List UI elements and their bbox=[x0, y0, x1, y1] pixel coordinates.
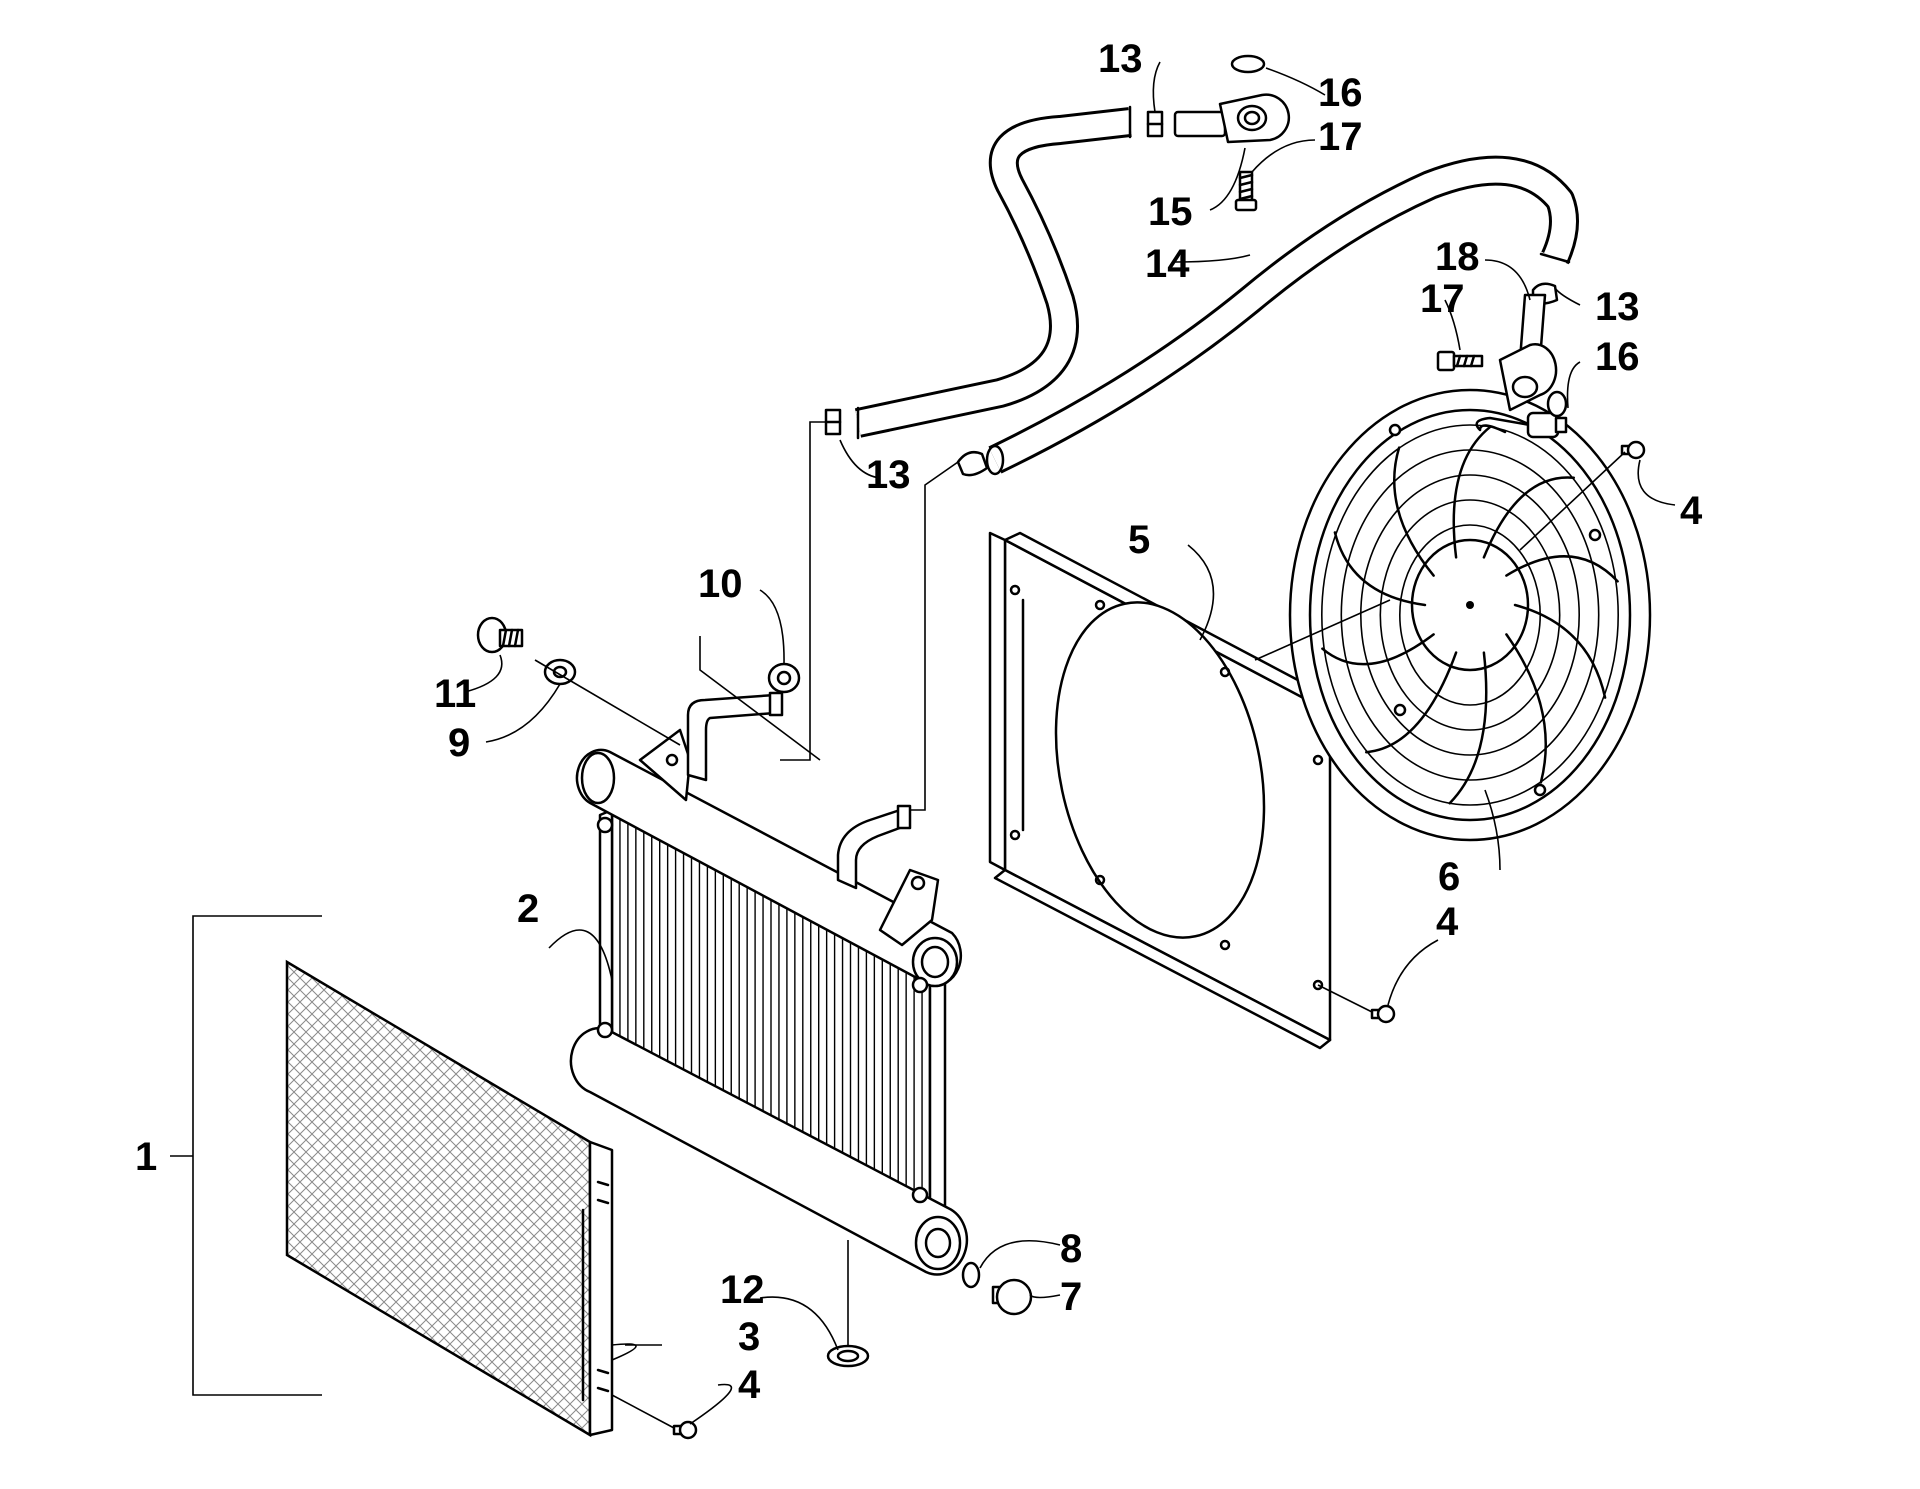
callout-17-top: 17 bbox=[1318, 115, 1363, 159]
fan-shroud bbox=[988, 531, 1347, 1050]
upper-fitting bbox=[1173, 93, 1291, 144]
lower-bolt bbox=[1436, 350, 1484, 372]
radiator bbox=[569, 691, 969, 1276]
callout-4-shroud: 4 bbox=[1436, 900, 1459, 944]
fan-blade bbox=[1482, 476, 1576, 559]
callout-18: 18 bbox=[1435, 235, 1480, 279]
bottom-grommet bbox=[826, 1344, 870, 1368]
callout-9: 9 bbox=[448, 721, 470, 765]
callout-1: 1 bbox=[135, 1135, 157, 1179]
fan-blade bbox=[1333, 531, 1427, 607]
assembly-bracket bbox=[170, 915, 322, 1396]
screw-screen bbox=[672, 1420, 698, 1440]
callout-15: 15 bbox=[1148, 190, 1193, 234]
fan-blade bbox=[1505, 633, 1547, 784]
callout-12: 12 bbox=[720, 1268, 765, 1312]
fan-blades bbox=[1321, 425, 1619, 805]
lower-fitting bbox=[1498, 293, 1558, 412]
callout-16-top: 16 bbox=[1318, 71, 1363, 115]
callout-3: 3 bbox=[738, 1315, 760, 1359]
callout-6: 6 bbox=[1438, 855, 1460, 899]
callout-5: 5 bbox=[1128, 518, 1150, 562]
callout-8: 8 bbox=[1060, 1227, 1082, 1271]
fan-blade bbox=[1448, 651, 1488, 805]
callout-2: 2 bbox=[517, 887, 539, 931]
callout-11: 11 bbox=[434, 672, 476, 716]
callout-13-right: 13 bbox=[1595, 285, 1640, 329]
fan-blade bbox=[1321, 633, 1435, 666]
coolant-hoses bbox=[854, 105, 1579, 476]
callout-13-left: 13 bbox=[866, 453, 911, 497]
callout-7: 7 bbox=[1060, 1275, 1082, 1319]
radiator-cap-bolt bbox=[476, 616, 524, 654]
callout-14: 14 bbox=[1145, 242, 1190, 286]
screw-shroud-lower bbox=[1370, 1004, 1396, 1024]
drain-o-ring bbox=[961, 1261, 981, 1289]
rubber-grommet bbox=[767, 662, 801, 694]
callout-4-fan: 4 bbox=[1680, 489, 1703, 533]
callout-13-top: 13 bbox=[1098, 37, 1143, 81]
fan-blade bbox=[1452, 425, 1492, 559]
radiator-screen bbox=[285, 959, 614, 1438]
hose-clamps bbox=[824, 110, 1559, 477]
drain-plug bbox=[991, 1278, 1033, 1316]
callout-16-right: 16 bbox=[1595, 335, 1640, 379]
callout-17-right: 17 bbox=[1420, 277, 1465, 321]
fan-blade bbox=[1364, 651, 1458, 754]
leader-lines bbox=[464, 61, 1676, 1429]
callout-labels: 1 2 3 4 4 4 5 6 7 8 9 10 11 12 13 13 13 … bbox=[135, 37, 1703, 1407]
screw-fan bbox=[1620, 440, 1646, 460]
callout-4-screen: 4 bbox=[738, 1363, 761, 1407]
fan-blade bbox=[1392, 446, 1435, 577]
upper-bolt bbox=[1234, 170, 1258, 212]
fan-blade bbox=[1513, 603, 1607, 699]
fan-blade bbox=[1505, 555, 1619, 583]
upper-o-ring bbox=[1230, 54, 1266, 74]
lower-o-ring bbox=[1546, 390, 1568, 418]
cooling-fan bbox=[1288, 388, 1652, 842]
callout-10: 10 bbox=[698, 562, 743, 606]
